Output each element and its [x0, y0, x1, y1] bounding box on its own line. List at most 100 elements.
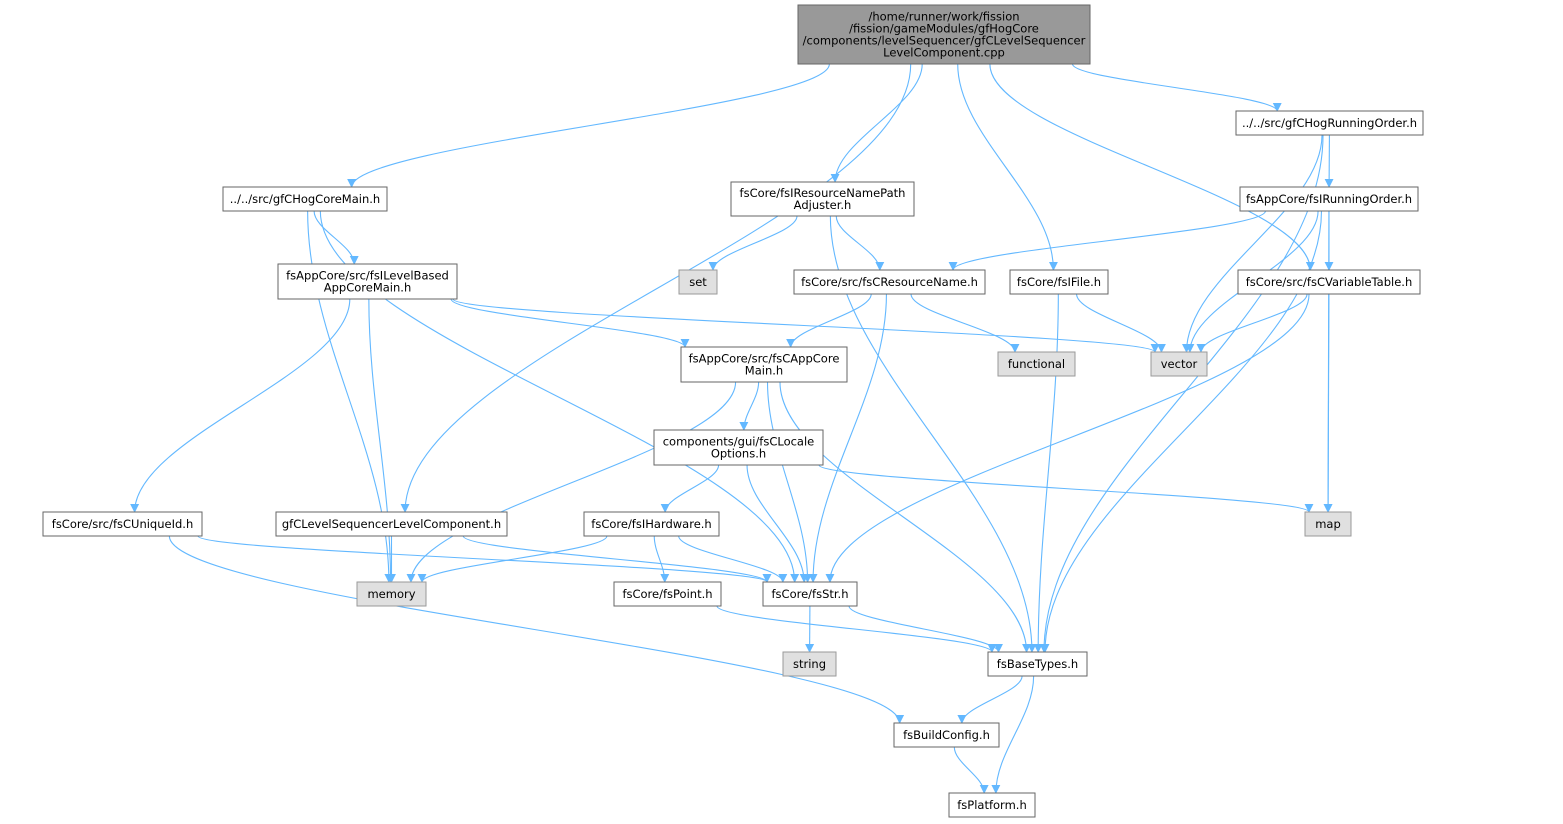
edge-resname-to-fsstr	[808, 293, 887, 583]
node-box-buildconfig	[893, 722, 1000, 748]
node-box-memory	[356, 581, 427, 607]
edge-uniqueid-to-buildconfig	[168, 535, 905, 724]
edge-fsstr-to-basetypes	[848, 605, 1003, 653]
edge-basetypes-to-buildconfig	[957, 675, 1023, 724]
node-label-uniqueid-0: fsCore/src/fsCUniqueId.h	[52, 517, 193, 531]
node-string: string	[782, 651, 837, 677]
edge-irunorder-to-resname	[948, 210, 1267, 271]
node-buildconfig[interactable]: fsBuildConfig.h	[893, 722, 1000, 748]
edge-appcoremain-to-basetypes	[779, 381, 1032, 653]
node-box-root	[797, 4, 1091, 65]
node-box-resname	[793, 269, 986, 295]
edge-hogrunorder-to-vector	[1182, 134, 1323, 353]
edge-hogcoremain-to-levelbased	[313, 210, 359, 265]
node-functional: functional	[997, 351, 1076, 377]
node-label-functional-0: functional	[1008, 357, 1065, 371]
edge-resnamepath-to-set	[708, 215, 798, 271]
edge-resname-to-functional	[910, 293, 1020, 353]
edge-levelbased-to-uniqueid	[130, 298, 351, 513]
node-map: map	[1304, 511, 1352, 537]
node-label-root-2: /components/levelSequencer/gfCLevelSeque…	[803, 34, 1086, 48]
node-hogcoremain[interactable]: ../../src/gfCHogCoreMain.h	[222, 186, 388, 212]
node-label-map-0: map	[1315, 517, 1341, 531]
edge-levelbased-to-appcoremain	[450, 298, 690, 348]
node-uniqueid[interactable]: fsCore/src/fsCUniqueId.h	[42, 511, 203, 537]
node-label-set-0: set	[689, 275, 707, 289]
edge-resnamepath-to-resname	[835, 215, 885, 271]
node-set: set	[678, 269, 718, 295]
node-platform[interactable]: fsPlatform.h	[948, 792, 1036, 818]
node-vector: vector	[1150, 351, 1208, 377]
node-box-irunorder	[1239, 186, 1419, 212]
node-vartable[interactable]: fsCore/src/fsCVariableTable.h	[1237, 269, 1421, 295]
node-box-hogrunorder	[1235, 110, 1424, 136]
node-label-resnamepath-0: fsCore/fsIResourceNamePath	[740, 186, 906, 200]
node-lslc[interactable]: gfCLevelSequencerLevelComponent.h	[275, 511, 508, 537]
edge-root-to-hogrunorder	[1071, 63, 1282, 112]
edge-vartable-to-fsstr	[825, 293, 1310, 583]
node-ifile[interactable]: fsCore/fsIFile.h	[1009, 269, 1109, 295]
node-fsstr[interactable]: fsCore/fsStr.h	[762, 581, 858, 607]
node-label-root-3: LevelComponent.cpp	[883, 46, 1005, 60]
node-box-ihardware	[583, 511, 720, 537]
node-label-appcoremain-0: fsAppCore/src/fsCAppCore	[689, 352, 840, 366]
node-label-root-0: /home/runner/work/fission	[868, 10, 1019, 24]
node-root[interactable]: /home/runner/work/fission/fission/gameMo…	[797, 4, 1091, 65]
edge-levelbased-to-vector	[452, 298, 1160, 353]
node-basetypes[interactable]: fsBaseTypes.h	[987, 651, 1088, 677]
edge-ihardware-to-memory	[417, 535, 608, 583]
node-label-basetypes-0: fsBaseTypes.h	[997, 657, 1078, 671]
node-label-fsstr-0: fsCore/fsStr.h	[772, 587, 849, 601]
edge-root-to-hogcoremain	[347, 63, 830, 188]
edge-root-to-lslc	[400, 63, 912, 513]
node-label-buildconfig-0: fsBuildConfig.h	[903, 728, 990, 742]
node-ihardware[interactable]: fsCore/fsIHardware.h	[583, 511, 720, 537]
edge-levelbased-to-memory	[368, 298, 396, 583]
node-label-levelbased-1: AppCoreMain.h	[324, 281, 411, 295]
edges-layer	[130, 63, 1334, 794]
node-label-irunorder-0: fsAppCore/fsIRunningOrder.h	[1246, 192, 1412, 206]
node-label-point-0: fsCore/fsPoint.h	[622, 587, 712, 601]
node-label-ihardware-0: fsCore/fsIHardware.h	[591, 517, 711, 531]
node-box-functional	[997, 351, 1076, 377]
node-box-ifile	[1009, 269, 1109, 295]
node-box-locale	[653, 429, 824, 466]
node-label-string-0: string	[793, 657, 826, 671]
node-box-appcoremain	[680, 346, 848, 383]
edge-root-to-resnamepath	[830, 63, 923, 183]
node-box-fsstr	[762, 581, 858, 607]
node-point[interactable]: fsCore/fsPoint.h	[613, 581, 722, 607]
node-label-platform-0: fsPlatform.h	[957, 798, 1026, 812]
node-box-hogcoremain	[222, 186, 388, 212]
node-box-point	[613, 581, 722, 607]
edge-resname-to-appcoremain	[786, 293, 872, 348]
node-box-resnamepath	[730, 181, 915, 217]
node-box-basetypes	[987, 651, 1088, 677]
node-irunorder[interactable]: fsAppCore/fsIRunningOrder.h	[1239, 186, 1419, 212]
node-box-vartable	[1237, 269, 1421, 295]
edge-basetypes-to-platform	[991, 675, 1035, 794]
edge-ihardware-to-fsstr	[678, 535, 788, 583]
edge-vartable-to-vector	[1196, 293, 1308, 353]
node-hogrunorder[interactable]: ../../src/gfCHogRunningOrder.h	[1235, 110, 1424, 136]
node-label-hogrunorder-0: ../../src/gfCHogRunningOrder.h	[1242, 116, 1417, 130]
node-resname[interactable]: fsCore/src/fsCResourceName.h	[793, 269, 986, 295]
node-label-resname-0: fsCore/src/fsCResourceName.h	[801, 275, 978, 289]
node-label-locale-1: Options.h	[711, 447, 766, 461]
edge-lslc-to-fsstr	[462, 535, 772, 583]
node-label-lslc-0: gfCLevelSequencerLevelComponent.h	[282, 517, 501, 531]
node-label-vector-0: vector	[1161, 357, 1198, 371]
node-box-uniqueid	[42, 511, 203, 537]
edge-appcoremain-to-locale	[739, 381, 760, 431]
node-label-resnamepath-1: Adjuster.h	[794, 198, 852, 212]
node-label-appcoremain-1: Main.h	[745, 364, 783, 378]
node-box-set	[678, 269, 718, 295]
edge-ihardware-to-point	[653, 535, 670, 583]
edge-appcoremain-to-fsstr	[766, 381, 813, 583]
edge-buildconfig-to-platform	[953, 746, 989, 794]
